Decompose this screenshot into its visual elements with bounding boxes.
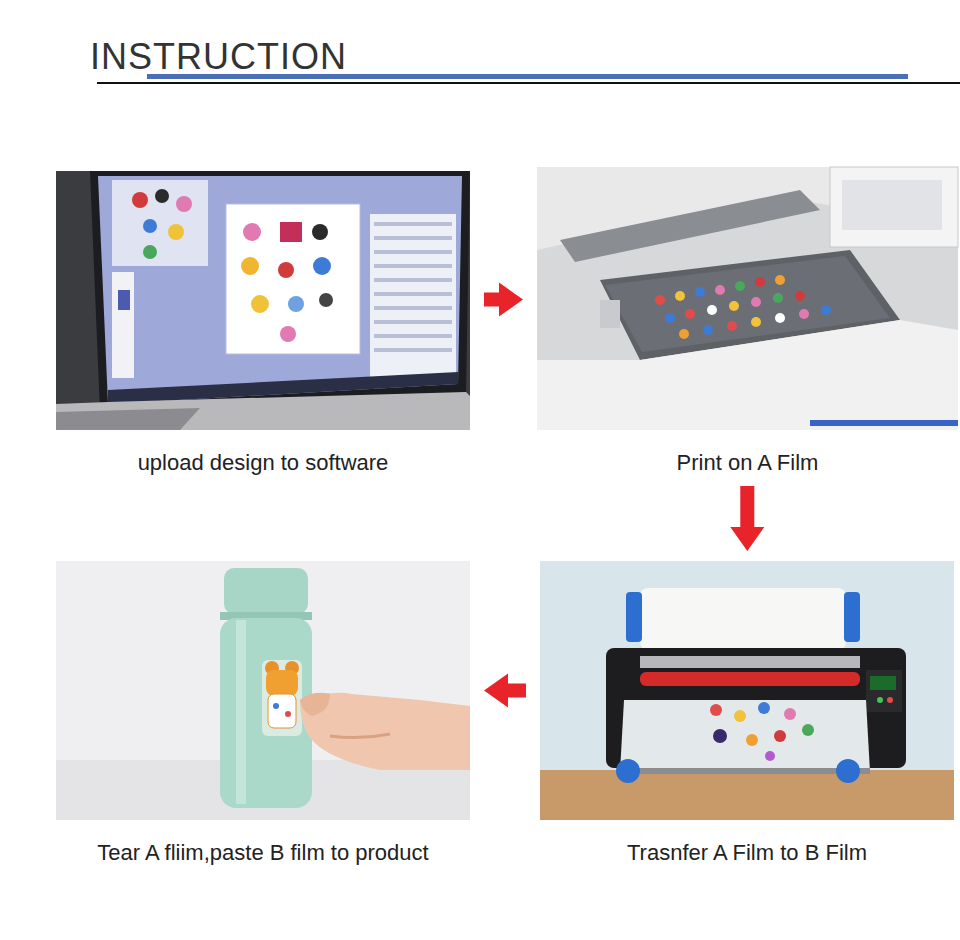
step-caption: Tear A fliim,paste B film to product <box>52 840 474 866</box>
flow-arrow <box>484 674 526 708</box>
step-panel: Trasnfer A Film to B Film <box>536 561 958 866</box>
laptop-photo <box>56 171 470 430</box>
flow-arrow <box>730 486 764 551</box>
laminator-photo <box>540 561 954 820</box>
header-rule <box>97 82 960 84</box>
page-title: INSTRUCTION <box>90 36 347 78</box>
step-panel: upload design to software <box>52 171 474 476</box>
step-panel: Print on A Film <box>533 167 960 476</box>
step-caption: upload design to software <box>52 450 474 476</box>
flow-arrow <box>484 283 523 317</box>
step-panel: Tear A fliim,paste B film to product <box>52 561 474 866</box>
step-caption: Trasnfer A Film to B Film <box>536 840 958 866</box>
step-caption: Print on A Film <box>533 450 960 476</box>
bottle-photo <box>56 561 470 820</box>
printer-photo <box>537 167 958 430</box>
